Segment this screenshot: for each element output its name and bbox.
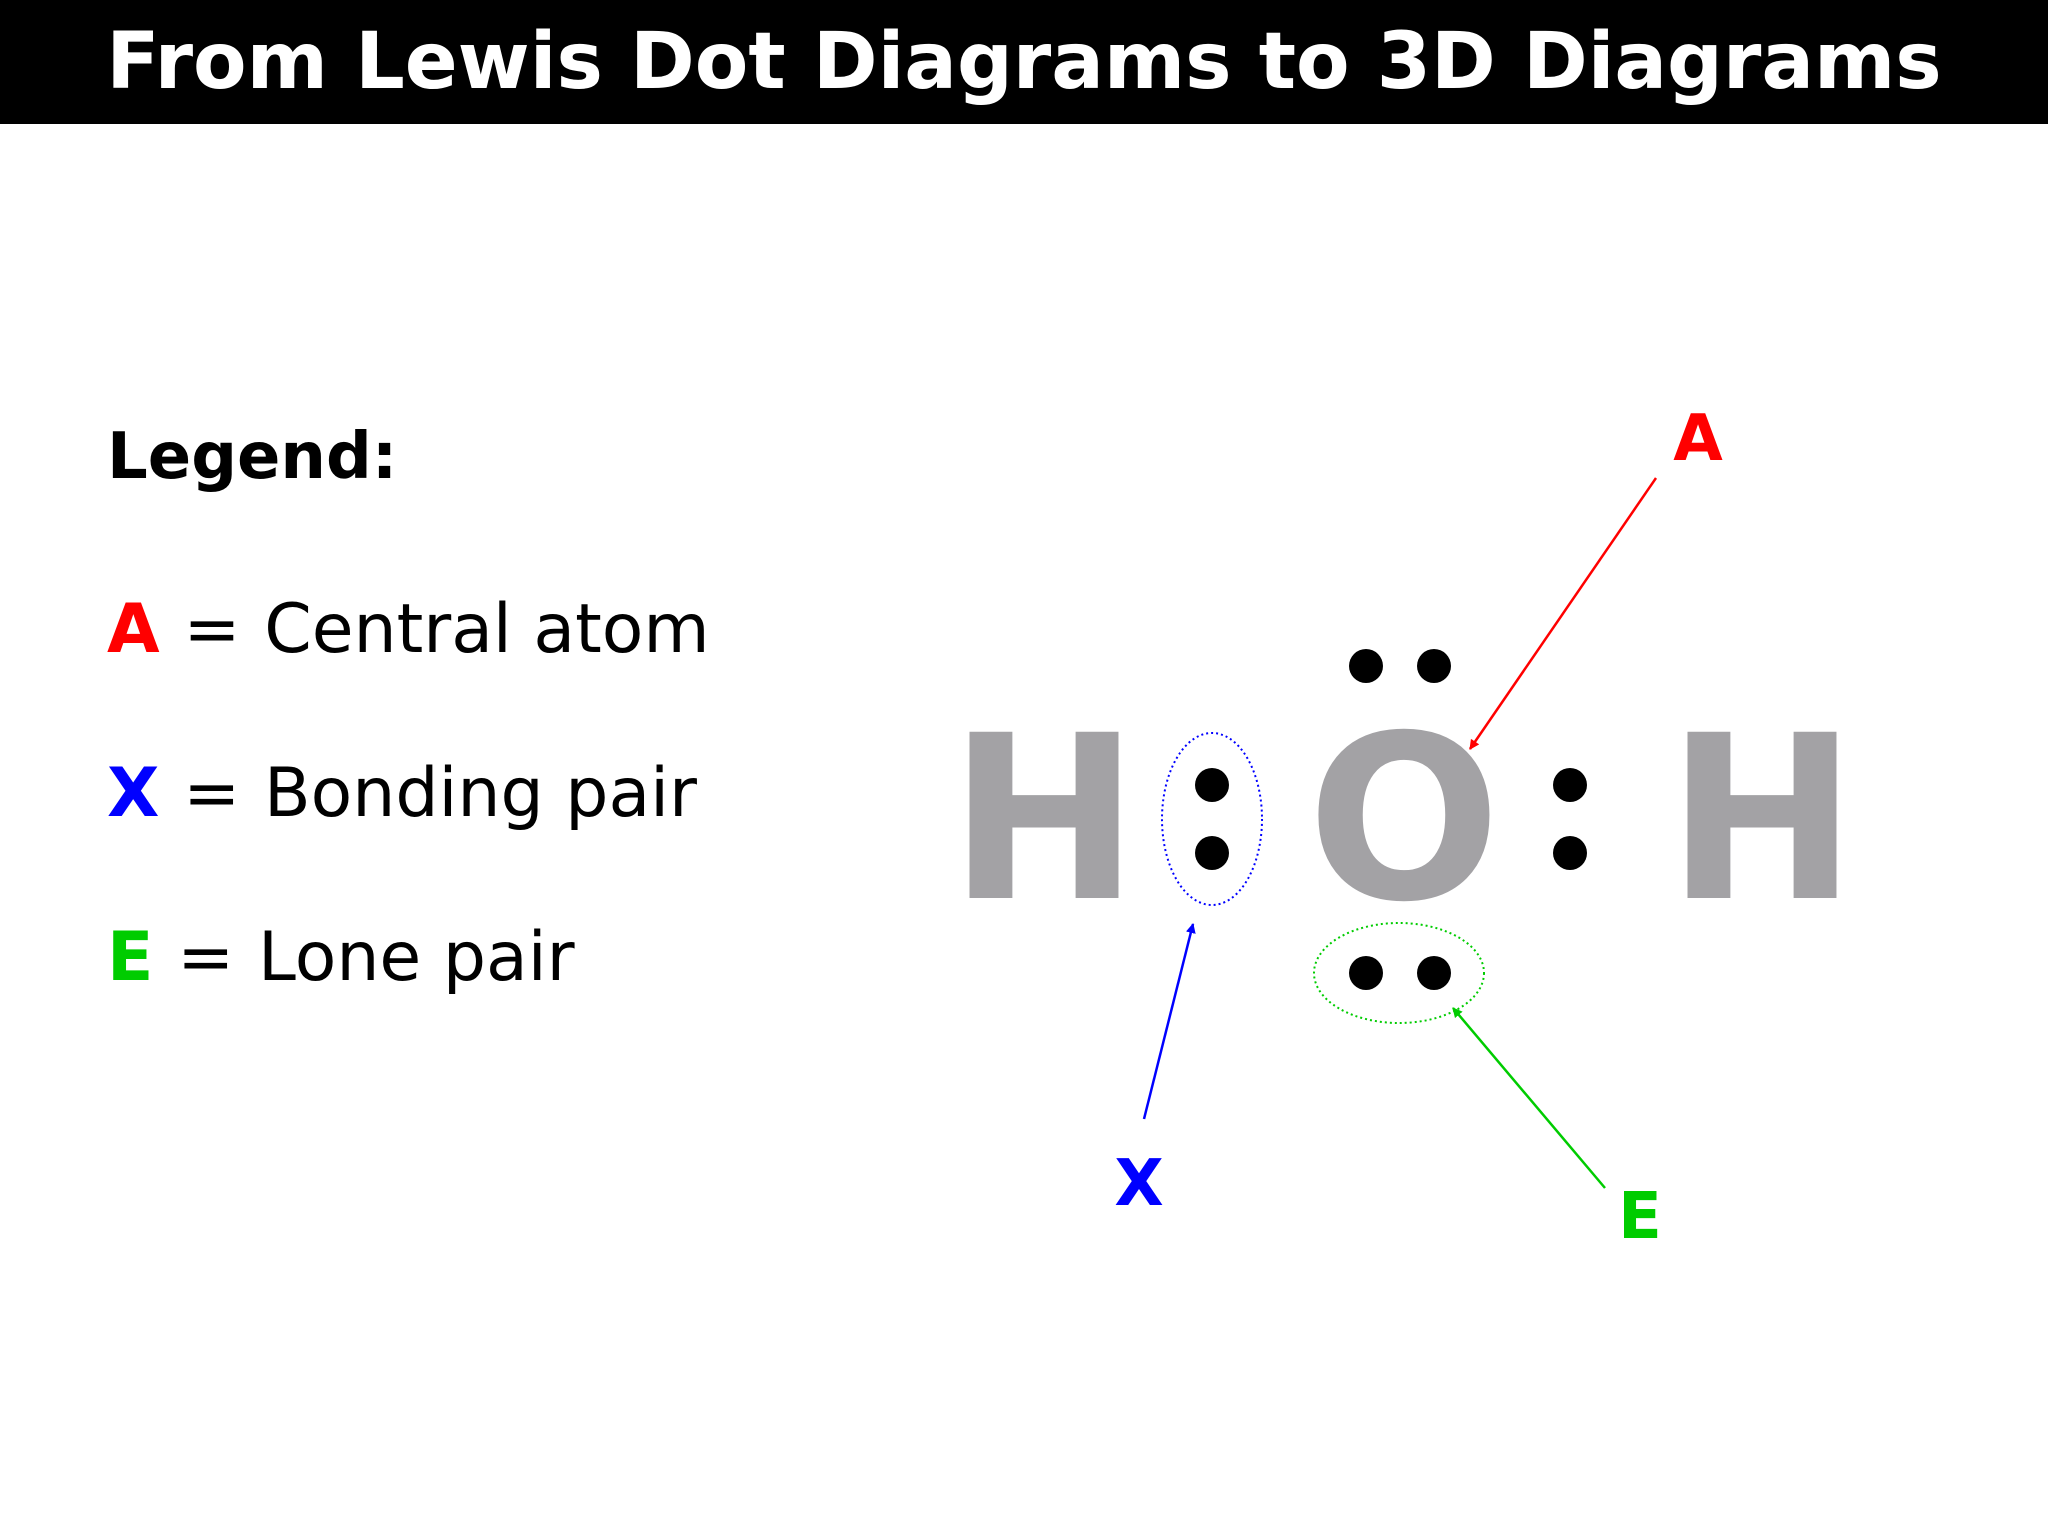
legend-equals: = <box>183 754 241 833</box>
central-atom-arrow <box>1468 477 1658 750</box>
page-title: From Lewis Dot Diagrams to 3D Diagrams <box>106 17 1942 107</box>
callout-label-e: E <box>1618 1180 1662 1254</box>
electron-dot <box>1349 649 1383 683</box>
lone-pair-arrow <box>1452 1007 1606 1189</box>
callout-label-a: A <box>1673 402 1723 476</box>
legend-description: Central atom <box>264 590 710 669</box>
legend-symbol-x: X <box>107 754 160 833</box>
electron-dot <box>1553 836 1587 870</box>
legend-equals: = <box>183 590 241 669</box>
electron-dot <box>1417 649 1451 683</box>
callout-label-x: X <box>1114 1147 1163 1221</box>
legend-symbol-a: A <box>107 590 160 669</box>
legend-description: Bonding pair <box>264 754 697 833</box>
legend-symbol-e: E <box>107 918 154 997</box>
legend-description: Lone pair <box>258 918 575 997</box>
electron-dot <box>1417 956 1451 990</box>
bonding-pair-highlight <box>1161 732 1263 906</box>
legend-item-lone-pair: E = Lone pair <box>107 918 575 997</box>
electron-dot <box>1553 768 1587 802</box>
legend-heading: Legend: <box>107 420 398 494</box>
atom-oxygen-center: O <box>1307 686 1501 952</box>
title-bar: From Lewis Dot Diagrams to 3D Diagrams <box>0 0 2048 124</box>
lone-pair-highlight <box>1313 922 1485 1024</box>
bonding-pair-arrow <box>1142 923 1196 1120</box>
atom-hydrogen-right: H <box>1667 686 1858 952</box>
electron-dot <box>1195 836 1229 870</box>
atom-hydrogen-left: H <box>949 686 1140 952</box>
electron-dot <box>1195 768 1229 802</box>
legend-item-central-atom: A = Central atom <box>107 590 710 669</box>
electron-dot <box>1349 956 1383 990</box>
legend-item-bonding-pair: X = Bonding pair <box>107 754 697 833</box>
legend-equals: = <box>177 918 235 997</box>
